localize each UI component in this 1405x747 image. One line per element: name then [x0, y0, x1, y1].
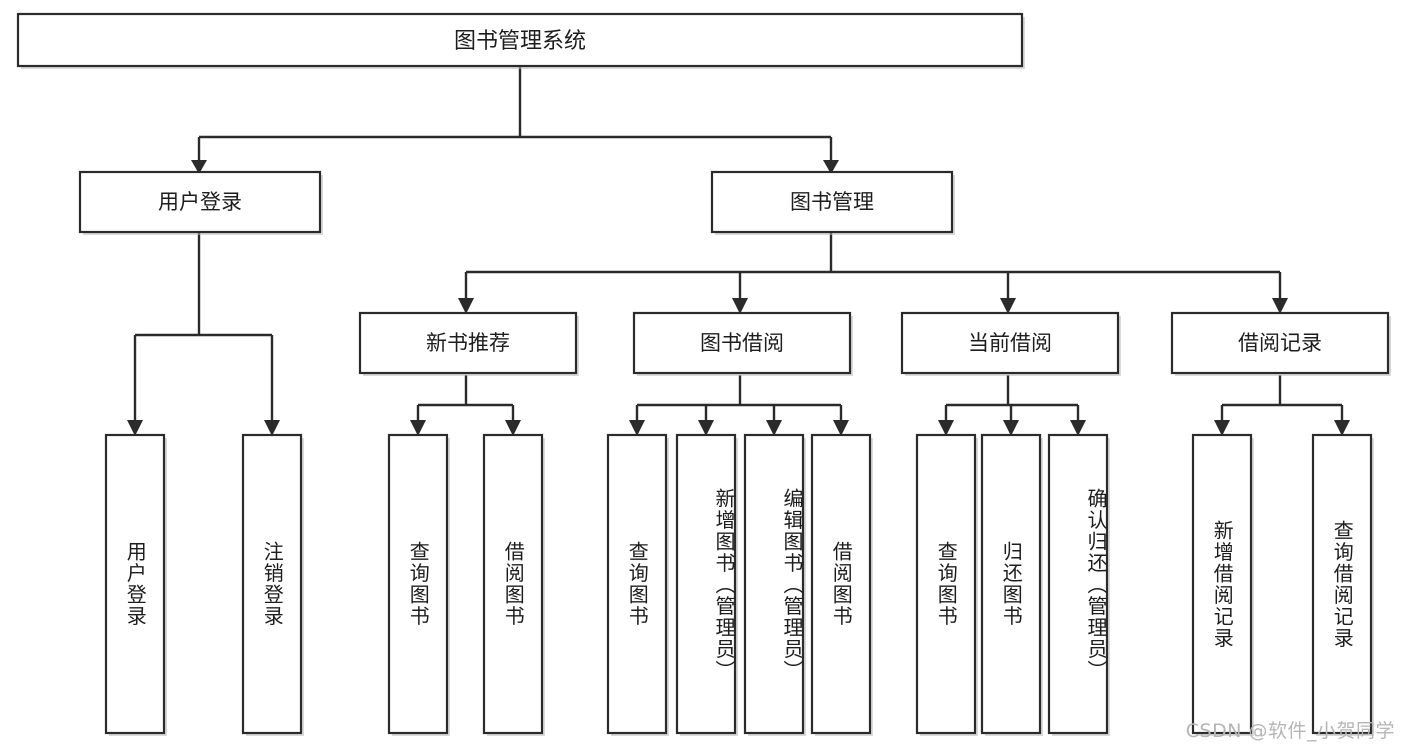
- leaf-box-cb-confirm[interactable]: [1047, 433, 1109, 735]
- node-user-login-box: [78, 170, 322, 234]
- node-book-management[interactable]: 图书管理: [710, 170, 955, 235]
- arrowhead-bb-leaf-1: [629, 420, 645, 436]
- arrowhead-bb-leaf-4: [833, 420, 849, 436]
- connectors-new-book: [410, 375, 521, 436]
- arrowhead-cb-leaf-1: [938, 420, 954, 436]
- arrowhead-leaf-logout: [264, 420, 280, 436]
- leaf-box-cb-query[interactable]: [915, 433, 977, 735]
- arrowhead-user-login: [191, 160, 207, 174]
- leaf-box-bb-query[interactable]: [606, 433, 668, 735]
- node-user-login[interactable]: 用户登录: [78, 170, 323, 235]
- arrowhead-bb-leaf-2: [698, 420, 714, 436]
- node-book-management-box: [710, 170, 954, 234]
- arrowhead-br-leaf-2: [1334, 420, 1350, 436]
- arrowhead-leaf-user-login: [127, 420, 143, 436]
- arrowhead-cb-leaf-2: [1003, 420, 1019, 436]
- node-current-borrow-label: 当前借阅: [968, 331, 1052, 355]
- node-root-box: [16, 12, 1024, 68]
- leaf-box-bb-add[interactable]: [675, 433, 737, 735]
- node-borrow-record-label: 借阅记录: [1238, 331, 1322, 355]
- connectors-book-borrow: [629, 375, 849, 436]
- arrowhead-book-mgmt: [823, 160, 839, 174]
- node-root[interactable]: 图书管理系统: [16, 12, 1025, 69]
- arrowhead-new-book: [458, 298, 474, 314]
- node-borrow-record-box: [1170, 311, 1390, 375]
- leaf-box-nb-query[interactable]: [387, 433, 449, 735]
- arrowhead-br-leaf-1: [1214, 420, 1230, 436]
- node-book-borrow[interactable]: 图书借阅: [632, 311, 853, 376]
- connectors-borrow-record: [1214, 375, 1350, 436]
- leaf-box-bb-edit[interactable]: [743, 433, 805, 735]
- leaf-box-bb-borrow[interactable]: [810, 433, 872, 735]
- arrowhead-cb-leaf-3: [1070, 420, 1086, 436]
- node-book-borrow-box: [632, 311, 852, 375]
- node-current-borrow[interactable]: 当前借阅: [900, 311, 1121, 376]
- node-book-management-label: 图书管理: [790, 190, 874, 214]
- node-borrow-record[interactable]: 借阅记录: [1170, 311, 1391, 376]
- leaf-box-user-login[interactable]: [104, 433, 166, 735]
- connectors-user-login: [127, 232, 280, 436]
- connectors-current-borrow: [938, 375, 1086, 436]
- node-new-book-label: 新书推荐: [426, 331, 510, 355]
- connectors-book-management: [458, 232, 1288, 314]
- leaf-box-br-add[interactable]: [1191, 433, 1253, 735]
- node-current-borrow-box: [900, 311, 1120, 375]
- leaf-boxes: [104, 433, 1374, 736]
- arrowhead-bb-leaf-3: [766, 420, 782, 436]
- arrowhead-current-borrow: [1000, 298, 1016, 314]
- node-user-login-label: 用户登录: [158, 190, 242, 214]
- leaf-box-nb-borrow[interactable]: [482, 433, 544, 735]
- node-new-book-recommendation[interactable]: 新书推荐: [358, 311, 579, 376]
- leaf-box-logout[interactable]: [241, 433, 303, 735]
- arrowhead-nb-leaf-2: [505, 420, 521, 436]
- arrowhead-borrow-record: [1272, 298, 1288, 314]
- node-book-borrow-label: 图书借阅: [700, 331, 784, 355]
- connectors-root: [191, 66, 839, 174]
- arrowhead-nb-leaf-1: [410, 420, 426, 436]
- node-new-book-box: [358, 311, 578, 375]
- leaf-box-cb-return[interactable]: [980, 433, 1042, 735]
- arrowhead-book-borrow: [732, 298, 748, 314]
- leaf-box-br-query[interactable]: [1311, 433, 1373, 735]
- watermark-text: CSDN @软件_小贺同学: [1185, 720, 1395, 742]
- node-root-label: 图书管理系统: [454, 29, 586, 54]
